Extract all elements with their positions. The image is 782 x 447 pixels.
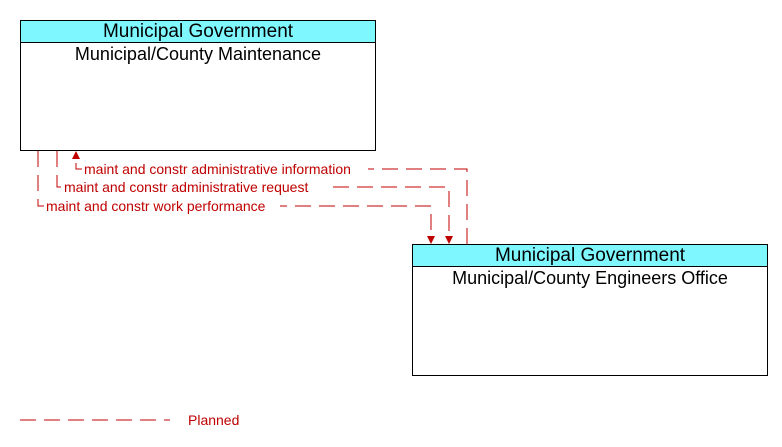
flow-label-administrative-request: maint and constr administrative request [64,179,308,195]
node-title: Municipal/County Maintenance [74,44,322,64]
legend-planned-label: Planned [188,412,240,428]
arrowhead-up [72,151,80,159]
node-municipal-county-maintenance[interactable]: Municipal Government Municipal/County Ma… [20,20,376,151]
node-group-label: Municipal Government [21,21,375,43]
node-group-label: Municipal Government [413,245,767,267]
flow-label-administrative-information: maint and constr administrative informat… [84,161,351,177]
arrowhead-down [427,236,435,244]
flow-label-work-performance: maint and constr work performance [46,198,266,214]
node-municipal-county-engineers-office[interactable]: Municipal Government Municipal/County En… [412,244,768,376]
node-title: Municipal/County Engineers Office [452,268,728,288]
arrowhead-down [445,236,453,244]
